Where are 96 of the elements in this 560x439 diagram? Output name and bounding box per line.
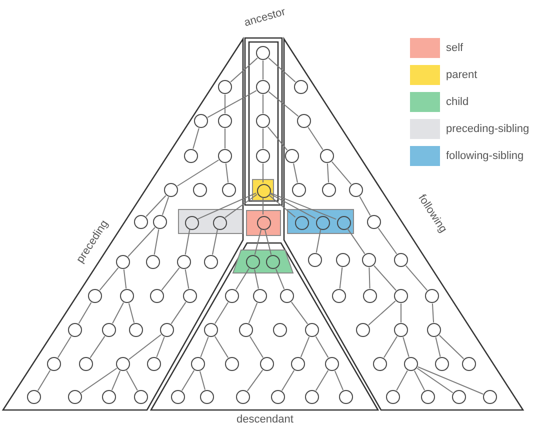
tree-edge	[290, 302, 308, 324]
tree-edge	[308, 126, 324, 150]
tree-edge	[275, 268, 285, 290]
tree-edge	[316, 228, 322, 254]
legend-label: parent	[446, 68, 478, 83]
tree-edge	[214, 336, 229, 358]
tree-edge	[57, 336, 72, 358]
tree-edge	[315, 336, 329, 358]
tree-edge	[162, 196, 170, 216]
tree-edge	[268, 58, 296, 82]
tree-edge	[438, 334, 464, 360]
tree-edge	[269, 192, 337, 220]
tree-edge	[154, 228, 160, 256]
tree-edge	[417, 366, 484, 395]
tree-edge	[400, 303, 402, 323]
tree-edge	[267, 126, 288, 151]
tree-edge	[197, 192, 257, 220]
tree-edge	[339, 266, 343, 290]
tree-edge	[207, 90, 257, 118]
tree-edge	[235, 268, 250, 290]
tree-edge	[262, 94, 264, 114]
highlight-trapezoid	[233, 250, 293, 273]
tree-edge	[334, 370, 344, 391]
tree-edge	[126, 370, 138, 391]
tree-edge	[300, 336, 310, 358]
legend-label: self	[446, 40, 464, 56]
highlight-box	[178, 209, 243, 234]
tree-edge	[359, 196, 371, 216]
tree-edge	[435, 336, 441, 358]
tree-edge	[176, 160, 220, 186]
tree-edge	[262, 60, 264, 80]
tree-edge	[156, 336, 165, 358]
tree-edge	[199, 370, 206, 390]
tree-edge	[368, 267, 370, 289]
tree-edge	[248, 302, 258, 324]
region-label: ancestor	[243, 6, 287, 30]
tree-edge	[225, 162, 229, 184]
region-label: descendant	[236, 414, 294, 426]
tree-edge	[170, 302, 186, 324]
tree-edge	[90, 336, 106, 358]
tree-edge	[383, 336, 398, 358]
tree-edge	[346, 228, 366, 254]
tree-edge	[326, 162, 330, 184]
tree-edge	[99, 267, 119, 291]
tree-edge	[269, 193, 316, 219]
tree-edge	[80, 368, 118, 394]
tree-edge	[268, 91, 299, 117]
tree-edge	[128, 227, 156, 257]
tree-edge	[184, 268, 190, 290]
tree-edge	[315, 370, 329, 392]
tree-edge	[405, 265, 428, 291]
highlight-box	[252, 179, 274, 201]
tree-edge	[246, 370, 264, 392]
tree-edge	[184, 228, 190, 256]
legend-label: child	[446, 94, 469, 110]
tree-edge	[128, 334, 162, 360]
tree-edge	[249, 336, 264, 358]
tree-edge	[37, 370, 51, 392]
tree-edge	[293, 162, 298, 184]
tree-edge	[214, 302, 229, 324]
tree-edge	[224, 94, 226, 114]
tree-edge	[281, 370, 295, 392]
legend-label: following-sibling	[446, 148, 524, 164]
tree-edge	[224, 194, 258, 218]
tree-edge	[262, 128, 264, 149]
tree-edge	[212, 228, 218, 256]
tree-edge	[331, 161, 352, 185]
tree-edge	[111, 370, 121, 391]
tree-edge	[128, 302, 135, 324]
tree-edge	[78, 302, 92, 324]
tree-edge	[181, 370, 195, 392]
tree-edge	[268, 194, 296, 218]
tree-edge	[262, 163, 264, 183]
tree-edge	[146, 194, 166, 218]
tree-edge	[254, 268, 259, 290]
tree-edge	[432, 302, 434, 324]
tree-edge	[254, 228, 262, 256]
tree-edge	[414, 370, 426, 391]
tree-edge	[402, 336, 410, 358]
tree-edge	[200, 336, 209, 358]
tree-edge	[161, 267, 180, 291]
tree-edge	[373, 265, 397, 291]
tree-edge	[230, 58, 258, 82]
legend-label: preceding-sibling	[446, 122, 530, 137]
highlight-box	[246, 210, 281, 236]
tree-edge	[123, 268, 127, 290]
tree-edge	[368, 300, 396, 326]
tree-edge	[112, 302, 124, 324]
tree-edge	[264, 228, 272, 256]
tree-edge	[378, 228, 398, 254]
tree-edge	[262, 197, 264, 215]
tree-edge	[396, 370, 408, 391]
tree-edge	[192, 128, 200, 150]
highlight-box	[287, 209, 354, 234]
tree-edge	[224, 128, 226, 149]
tree-edge	[416, 368, 454, 394]
